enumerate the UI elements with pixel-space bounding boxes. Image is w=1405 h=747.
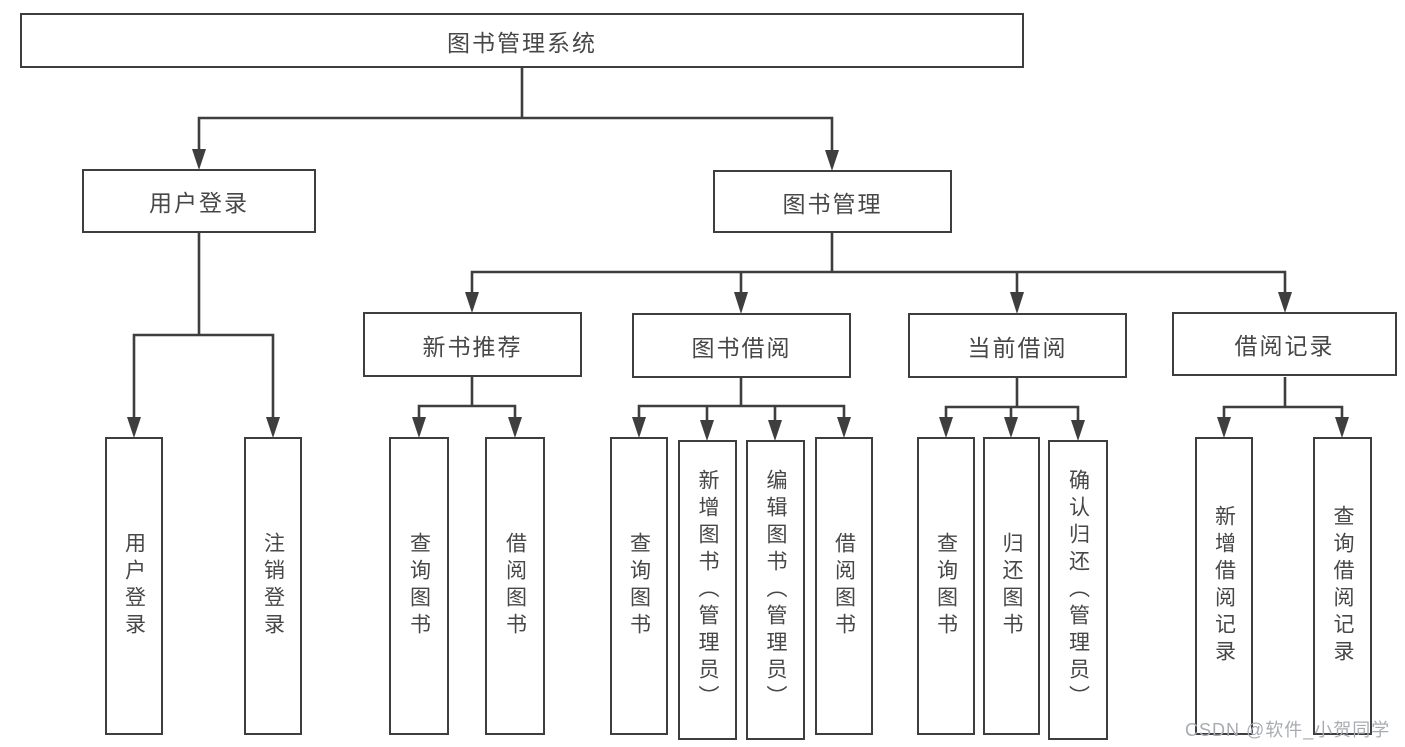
leaf-user-login-label: 用户登录	[122, 532, 146, 640]
leaf-query-books-current: 查询图书	[917, 437, 975, 735]
connector-book-management-children	[470, 233, 1287, 295]
leaf-logout-login-label: 注销登录	[261, 532, 285, 640]
node-book-borrow-label: 图书借阅	[691, 334, 792, 361]
connector-current-borrow-children	[944, 377, 1080, 424]
arrow-down-icon	[700, 420, 714, 441]
node-root-label: 图书管理系统	[447, 29, 597, 56]
node-new-book-recommend: 新书推荐	[363, 312, 582, 377]
connector-book-borrow-children	[637, 377, 846, 424]
node-book-management-label: 图书管理	[782, 190, 883, 217]
leaf-edit-books-admin: 编辑图书（管理员）	[746, 440, 805, 740]
leaf-confirm-return-admin: 确认归还（管理员）	[1048, 440, 1108, 740]
arrow-down-icon	[508, 417, 522, 438]
leaf-logout-login: 注销登录	[244, 437, 302, 735]
node-user-login-label: 用户登录	[149, 190, 249, 216]
leaf-borrow-books-newbook: 借阅图书	[485, 437, 545, 735]
leaf-add-books-admin: 新增图书（管理员）	[678, 440, 737, 740]
leaf-query-borrow-record: 查询借阅记录	[1313, 437, 1372, 735]
leaf-borrow-books-newbook-label: 借阅图书	[503, 532, 527, 640]
arrow-down-icon	[1278, 292, 1292, 313]
leaf-query-books-newbook: 查询图书	[389, 437, 449, 735]
node-borrow-records-label: 借阅记录	[1234, 333, 1335, 359]
leaf-borrow-books-borrow-label: 借阅图书	[832, 532, 856, 640]
arrow-down-icon	[1071, 420, 1085, 441]
leaf-borrow-books-borrow: 借阅图书	[815, 437, 873, 735]
node-current-borrow: 当前借阅	[908, 313, 1127, 378]
arrow-down-icon	[266, 417, 280, 438]
arrow-down-icon	[465, 292, 479, 313]
arrow-down-icon	[192, 149, 206, 170]
connector-user-login-children	[132, 233, 275, 420]
arrow-down-icon	[1335, 417, 1349, 438]
connector-borrow-records-children	[1222, 377, 1344, 421]
arrow-down-icon	[1217, 417, 1231, 438]
arrow-down-icon	[939, 417, 953, 438]
leaf-query-books-borrow: 查询图书	[610, 437, 668, 735]
arrow-down-icon	[768, 420, 782, 441]
node-current-borrow-label: 当前借阅	[967, 334, 1068, 361]
leaf-query-books-newbook-label: 查询图书	[407, 532, 431, 640]
arrow-down-icon	[734, 292, 748, 314]
arrow-down-icon	[837, 417, 851, 438]
leaf-edit-books-admin-label: 编辑图书（管理员）	[764, 468, 787, 712]
connector-root-to-level2	[197, 68, 834, 153]
node-book-management: 图书管理	[713, 170, 952, 233]
arrowheads	[127, 149, 1349, 441]
connector-new-book-children	[417, 377, 517, 421]
leaf-add-books-admin-label: 新增图书（管理员）	[696, 468, 719, 712]
node-user-login: 用户登录	[82, 169, 316, 233]
leaf-return-books: 归还图书	[983, 437, 1040, 735]
leaf-query-books-current-label: 查询图书	[934, 532, 958, 640]
arrow-down-icon	[412, 417, 426, 438]
leaf-user-login: 用户登录	[105, 437, 163, 735]
arrow-down-icon	[1010, 292, 1024, 314]
node-new-book-recommend-label: 新书推荐	[422, 333, 523, 360]
leaf-add-borrow-record: 新增借阅记录	[1195, 437, 1253, 735]
arrow-down-icon	[825, 150, 839, 171]
arrow-down-icon	[632, 417, 646, 438]
csdn-watermark: CSDN @软件_小贺同学	[1185, 720, 1391, 740]
leaf-query-books-borrow-label: 查询图书	[627, 532, 651, 640]
node-borrow-records: 借阅记录	[1172, 312, 1397, 376]
node-book-borrow: 图书借阅	[632, 313, 851, 378]
leaf-add-borrow-record-label: 新增借阅记录	[1212, 505, 1236, 667]
leaf-confirm-return-admin-label: 确认归还（管理员）	[1066, 468, 1090, 712]
node-root: 图书管理系统	[20, 13, 1024, 68]
arrow-down-icon	[127, 417, 141, 438]
arrow-down-icon	[1004, 417, 1018, 438]
leaf-query-borrow-record-label: 查询借阅记录	[1331, 505, 1354, 667]
leaf-return-books-label: 归还图书	[1000, 532, 1023, 640]
